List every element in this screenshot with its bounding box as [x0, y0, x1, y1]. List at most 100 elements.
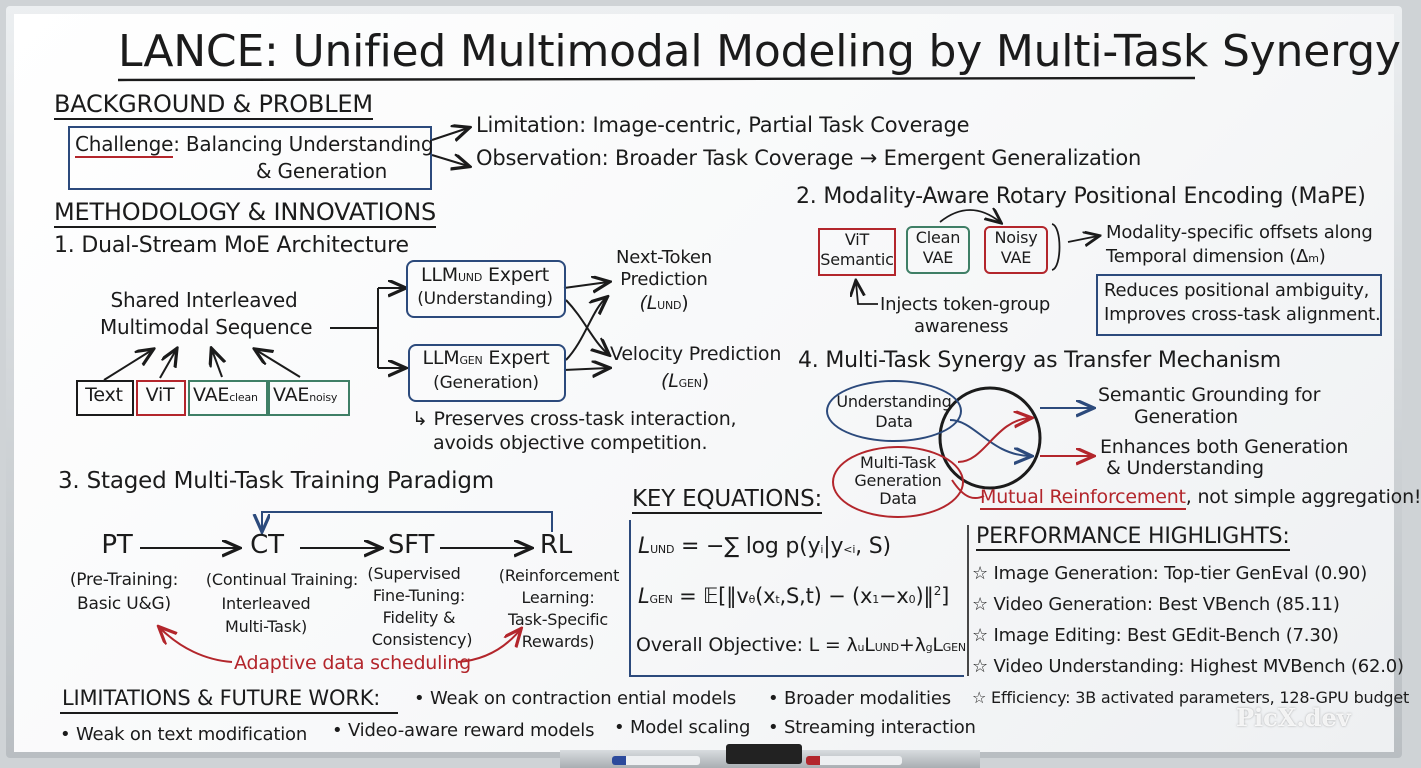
limitation-item: • Model scaling [614, 717, 751, 738]
eq-und-rhs3: , S) [855, 534, 891, 559]
ntp-loss-close: ) [681, 292, 689, 314]
und-expert-sub: UND [457, 271, 483, 284]
und-ntp-arrow [563, 282, 608, 288]
rl-ct-feedback [262, 511, 553, 532]
mutual-tail: , not simple aggregation! [1185, 486, 1421, 508]
eq-und-rhs2-sub: <i [843, 543, 856, 556]
sequence-split [330, 288, 379, 368]
stage-rl-desc-1: (Reinforcement [498, 566, 620, 585]
gen-data-line3: Data [879, 489, 917, 508]
challenge-text: : Balancing Understanding [173, 132, 434, 156]
ntp-loss-sub: UND [657, 299, 682, 312]
input-vit-label: ViT [145, 384, 175, 406]
perf-item: ☆ Efficiency: 3B activated parameters, 1… [972, 688, 1410, 707]
shared-sequence-line1: Shared Interleaved [110, 288, 298, 312]
dual-stream-note-line2: avoids objective competition. [433, 432, 708, 454]
gen-expert-sub: GEN [459, 354, 483, 367]
red-marker[interactable] [806, 756, 902, 765]
synergy-loop [938, 386, 1042, 490]
clean-noisy-arc [939, 210, 1000, 222]
eq-gen-rhs5: )‖ [915, 584, 934, 608]
eq-gen-rhs3: ,S,t) − (x [779, 584, 873, 608]
mape-offsets-text: Temporal dimension (Δ [1106, 246, 1309, 267]
und-expert-line2: (Understanding) [417, 289, 553, 309]
equation-und: LUND = −∑ log p(yi|y<i, S) [638, 534, 891, 559]
eq-und-rhs: = −∑ log p(y [674, 534, 821, 559]
synergy-cross-blue [949, 419, 1030, 456]
challenge-limitation-arrow [431, 128, 468, 140]
gen-expert-line1: LLMGEN Expert [408, 347, 564, 369]
mape-noisy-line1: Noisy [994, 228, 1038, 247]
shared-sequence-line2: Multimodal Sequence [100, 315, 313, 339]
cross-arrow-1 [565, 299, 608, 354]
ntp-line1: Next-Token [616, 247, 712, 268]
gen-vp-arrow [563, 368, 608, 370]
mape-injects-line2: awareness [914, 316, 1009, 337]
stage-pt-desc-1: (Pre-Training: [69, 570, 179, 590]
equations-bracket [629, 520, 964, 677]
stage-ct-desc-3: Multi-Task) [225, 617, 307, 636]
eq-gen-l: L [638, 584, 650, 608]
equations-heading-colon: : [814, 486, 823, 512]
synergy-out2-line1: Enhances both Generation [1100, 436, 1349, 458]
vp-loss-main: (L [661, 370, 679, 392]
eq-und-l: L [638, 534, 651, 559]
synergy-out1-line1: Semantic Grounding for [1098, 384, 1321, 406]
eq-gen-rhs-sub: θ [748, 593, 756, 606]
input-vit [136, 380, 186, 416]
scheduling-left-arrow [160, 628, 233, 663]
mape-clean-line2: VAE [922, 248, 954, 267]
eq-overall-sub4: GEN [942, 641, 966, 654]
performance-heading-text: PERFORMANCE HIGHLIGHTS [976, 524, 1283, 549]
synergy-out1-line2: Generation [1134, 406, 1238, 428]
eq-gen-rhs6: ] [941, 584, 950, 608]
performance-heading-colon: : [1282, 524, 1290, 549]
stage-sft-name: SFT [387, 530, 435, 560]
eq-gen-rhs3-sub: 1 [872, 593, 879, 606]
und-data-line2: Data [875, 412, 913, 431]
input-vae-clean-label: VAEclean [193, 384, 258, 406]
gen-data-ellipse [832, 446, 964, 518]
input-vae-noisy [268, 380, 350, 416]
stage-rl-desc-2: Learning: [521, 588, 595, 607]
vae-clean-sub: clean [229, 391, 258, 404]
input-text [76, 380, 134, 416]
stage-pt-desc-2: Basic U&G) [77, 594, 171, 614]
eq-overall-mid2: +λ [898, 634, 926, 656]
eq-gen-rhs2: (x [755, 584, 776, 608]
und-data-ellipse [826, 380, 962, 442]
eq-gen-rhs2-sub: t [775, 593, 780, 606]
eq-overall-text: Overall Objective: L = λ [636, 634, 858, 656]
equation-gen: LGEN = 𝔼[‖vθ(xt,S,t) − (x1−x0)‖2] [638, 584, 949, 608]
stage-rl-desc-4: Rewards) [521, 632, 595, 651]
mape-offsets-sub: m [1308, 252, 1319, 265]
ntp-line2: Prediction [620, 269, 708, 290]
vp-loss: (LGEN) [610, 370, 760, 392]
equation-overall: Overall Objective: L = λuLUND+λgLGEN [636, 634, 966, 656]
injects-arrow [856, 282, 878, 305]
challenge-box [68, 126, 432, 190]
blue-marker[interactable] [612, 756, 700, 765]
stage-rl-desc-3: Task-Specific [508, 610, 608, 629]
eraser[interactable] [726, 744, 802, 764]
gen-data-line1: Multi-Task [860, 453, 936, 472]
mape-benefit-box [1096, 274, 1382, 336]
eq-overall-sub3: g [925, 641, 933, 654]
mape-injects-line1: Injects token-group [880, 294, 1051, 315]
eq-gen-rhs4: −x [879, 584, 909, 608]
und-expert-llm: LLM [420, 264, 458, 286]
scheduling-label: Adaptive data scheduling [234, 652, 472, 674]
title-underline [117, 76, 1196, 82]
mape-vit-line1: ViT [844, 230, 870, 249]
stage-ct-desc-1: (Continual Training: [205, 570, 359, 589]
stage-ct-name: CT [250, 530, 284, 560]
cross-arrow-2 [565, 298, 606, 361]
und-data-line1: Understanding [836, 392, 952, 411]
limitation-item: • Broader modalities [768, 688, 951, 709]
observation-text: Observation: Broader Task Coverage → Eme… [476, 146, 1142, 170]
stage-ct-desc-2: Interleaved [221, 594, 311, 613]
mutual-reinforcement: Mutual Reinforcement, not simple aggrega… [980, 486, 1421, 510]
equations-heading: KEY EQUATIONS: [632, 486, 822, 514]
